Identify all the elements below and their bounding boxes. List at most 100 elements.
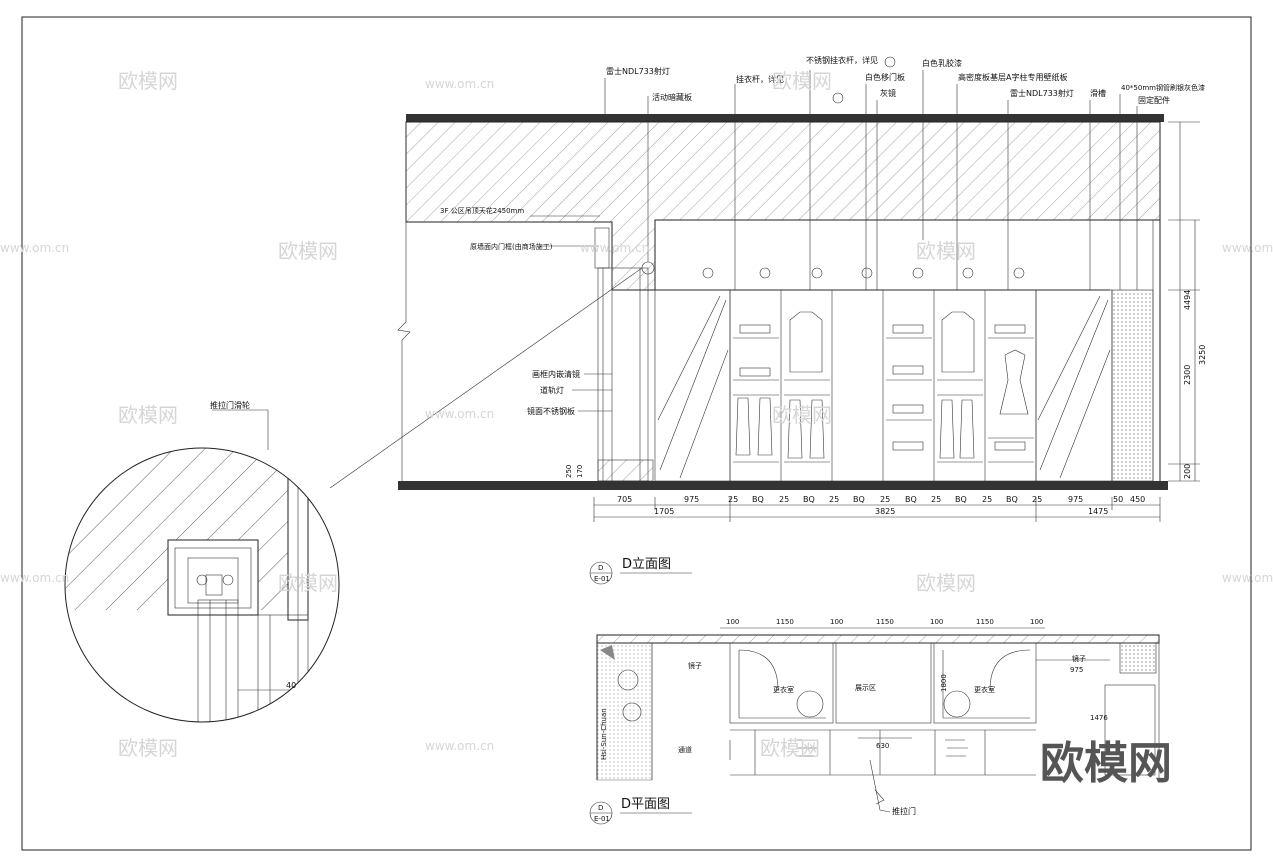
label-board: 高密度板基层A字柱专用壁纸板 <box>958 72 1067 82</box>
label-door: 原墙面内门框(由商场施工) <box>470 242 553 251</box>
svg-text:欧模网: 欧模网 <box>278 571 338 595</box>
svg-text:BQ: BQ <box>752 495 764 504</box>
svg-text:450: 450 <box>1130 495 1145 504</box>
svg-text:BQ: BQ <box>803 495 815 504</box>
svg-text:D: D <box>598 564 603 572</box>
svg-text:Hsi-Sun-Chuan: Hsi-Sun-Chuan <box>600 708 608 760</box>
dim-2300: 2300 <box>1183 365 1192 385</box>
detail-circle: 推拉门滑轮 40 <box>64 400 340 723</box>
svg-text:50: 50 <box>1113 495 1123 504</box>
ceiling-hatch <box>405 121 1161 291</box>
svg-text:推拉门: 推拉门 <box>892 806 916 816</box>
label-track-light: 道轨灯 <box>540 385 564 395</box>
svg-text:25: 25 <box>880 495 890 504</box>
brand-logo-watermark: 欧模网 <box>1040 738 1172 789</box>
svg-text:www.om.cn: www.om.cn <box>0 571 69 585</box>
detail-dim: 40 <box>286 681 296 690</box>
svg-text:欧模网: 欧模网 <box>916 571 976 595</box>
svg-text:1150: 1150 <box>876 618 894 626</box>
svg-text:1800: 1800 <box>940 674 948 692</box>
watermarks: 欧模网 www.om.cn 欧模网 欧模网 www.om.cn 欧模网 www.… <box>0 69 1273 789</box>
svg-text:BQ: BQ <box>905 495 917 504</box>
leader-lines <box>530 70 1138 412</box>
svg-text:975: 975 <box>1068 495 1083 504</box>
label-ceiling: 3F 公区吊顶天花2450mm <box>440 206 524 215</box>
detail-label: 推拉门滑轮 <box>210 400 250 410</box>
svg-text:镜子: 镜子 <box>1072 654 1086 663</box>
svg-text:www.om.cn: www.om.cn <box>425 407 494 421</box>
svg-text:更衣室: 更衣室 <box>773 685 794 694</box>
svg-text:25: 25 <box>728 495 738 504</box>
plan-title-tag: D E-01 D平面图 <box>589 797 692 825</box>
svg-text:25: 25 <box>1032 495 1042 504</box>
svg-text:25: 25 <box>829 495 839 504</box>
wardrobe-bays <box>729 289 1037 482</box>
mirror-panel-left <box>654 289 731 482</box>
svg-text:1150: 1150 <box>776 618 794 626</box>
svg-text:100: 100 <box>726 618 739 626</box>
elevation-drawing <box>329 56 1200 522</box>
plan-title: D平面图 <box>621 797 670 812</box>
svg-text:欧模网: 欧模网 <box>118 403 178 427</box>
svg-text:欧模网: 欧模网 <box>760 736 820 760</box>
label-panel: 活动暗藏板 <box>652 92 692 102</box>
svg-text:3825: 3825 <box>875 507 895 516</box>
dim-200: 200 <box>1183 464 1192 479</box>
svg-text:www.om.cn: www.om.cn <box>0 241 69 255</box>
svg-text:欧模网: 欧模网 <box>772 69 832 93</box>
svg-text:www.om.cn: www.om.cn <box>425 739 494 753</box>
label-mirror: 灰镜 <box>880 88 896 98</box>
svg-text:975: 975 <box>1070 666 1083 674</box>
svg-text:100: 100 <box>830 618 843 626</box>
svg-text:1476: 1476 <box>1090 714 1108 722</box>
label-inner-mirror: 画框内嵌清镜 <box>532 369 580 379</box>
bottom-dimensions <box>593 497 1161 522</box>
svg-text:E-01: E-01 <box>594 575 610 583</box>
svg-text:欧模网: 欧模网 <box>118 69 178 93</box>
ceiling-slab <box>406 114 1164 122</box>
tiled-column <box>1111 289 1154 482</box>
svg-text:705: 705 <box>617 495 632 504</box>
right-dimensions <box>1168 121 1200 482</box>
label-light-left: 雷士NDL733射灯 <box>606 66 670 76</box>
label-fix: 固定配件 <box>1138 95 1170 105</box>
wall-break-line <box>397 122 411 481</box>
dim-4494: 4494 <box>1183 290 1192 310</box>
svg-text:25: 25 <box>931 495 941 504</box>
svg-text:欧模网: 欧模网 <box>916 239 976 263</box>
svg-text:欧模网: 欧模网 <box>278 239 338 263</box>
plan-labels: 100 1150 100 1150 100 1150 100 镜子 镜子 975… <box>589 618 1108 825</box>
label-tube: 40*50mm钢管刷银灰色漆 <box>1121 83 1205 92</box>
svg-text:镜子: 镜子 <box>688 661 702 670</box>
svg-text:100: 100 <box>930 618 943 626</box>
svg-text:100: 100 <box>1030 618 1043 626</box>
elevation-labels: 雷士NDL733射灯 活动暗藏板 挂衣杆，详见 不锈钢挂衣杆，详见 白色移门板 … <box>440 55 1207 585</box>
plan-drawing <box>596 627 1160 813</box>
svg-text:BQ: BQ <box>853 495 865 504</box>
dim-row-1: 705 975 25 BQ 25 BQ 25 BQ 25 BQ 25 BQ 25… <box>617 495 1145 504</box>
svg-text:欧模网: 欧模网 <box>118 736 178 760</box>
dim-170: 170 <box>576 465 584 478</box>
svg-text:25: 25 <box>779 495 789 504</box>
dim-250: 250 <box>565 465 573 478</box>
dim-3250: 3250 <box>1198 345 1207 365</box>
elevation-title-tag: D E-01 D立面图 <box>589 557 692 585</box>
svg-text:www.om.cn: www.om.cn <box>425 77 494 91</box>
svg-text:975: 975 <box>684 495 699 504</box>
svg-text:www.om.cn: www.om.cn <box>1222 241 1273 255</box>
svg-text:D: D <box>598 804 603 812</box>
svg-text:通道: 通道 <box>678 745 692 754</box>
label-track: 滑槽 <box>1090 88 1106 98</box>
label-paint: 白色乳胶漆 <box>922 58 962 68</box>
elevation-title: D立面图 <box>622 557 671 572</box>
svg-text:展示区: 展示区 <box>855 684 876 692</box>
downlight-symbols <box>702 56 1025 279</box>
dim-row-2: 1705 3825 1475 <box>654 507 1108 516</box>
label-steel: 镜面不锈钢板 <box>527 406 575 416</box>
detail-callout-line <box>329 267 643 489</box>
svg-text:更衣室: 更衣室 <box>974 685 995 694</box>
label-door-white: 白色移门板 <box>865 72 905 82</box>
svg-text:www.om.cn: www.om.cn <box>580 241 649 255</box>
svg-text:1150: 1150 <box>976 618 994 626</box>
